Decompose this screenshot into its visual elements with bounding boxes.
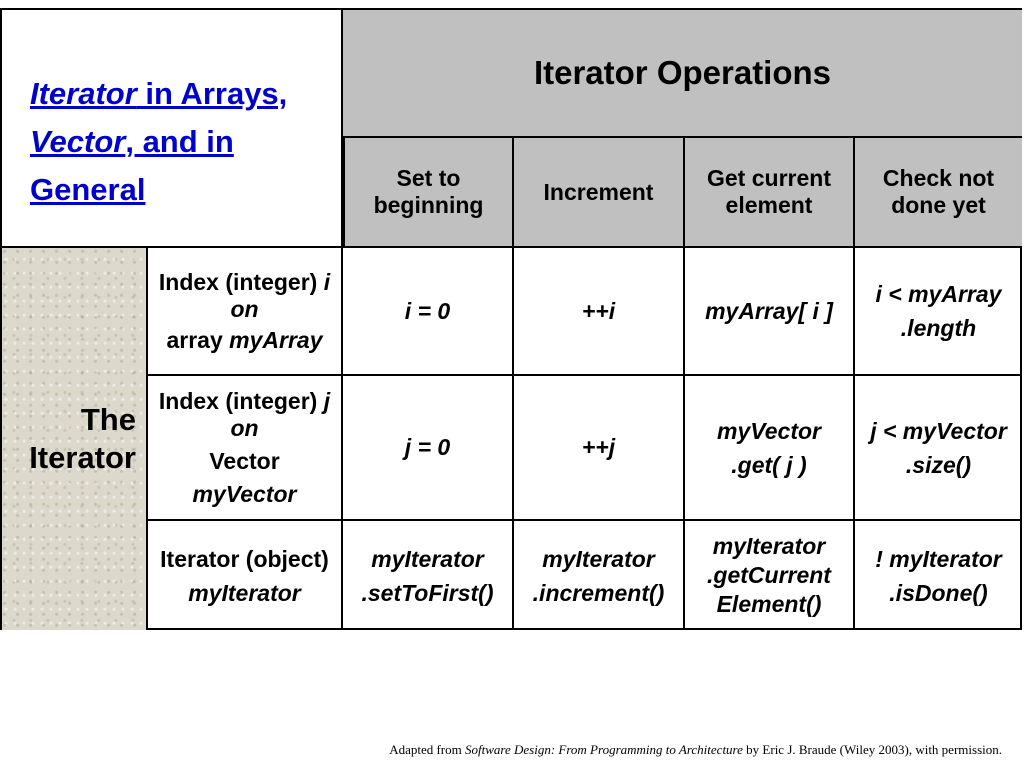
row-label-var: myArray <box>229 326 323 353</box>
cell-text: .getCurrent <box>707 562 831 588</box>
col-header-label: Get current element <box>707 165 831 218</box>
row-label-var: myIterator <box>188 579 301 606</box>
col-header-label: Increment <box>543 178 654 205</box>
credit-suffix: by Eric J. Braude (Wiley 2003), with per… <box>742 742 1002 757</box>
table-cell: j < myVector .size() <box>855 376 1022 521</box>
cell-text: i < myArray <box>875 281 1002 307</box>
row-label-vector: Index (integer) j on Vector myVector <box>148 376 343 521</box>
credit-prefix: Adapted from <box>389 742 465 757</box>
cell-text: .size() <box>905 451 972 478</box>
table-cell: i < myArray .length <box>855 248 1022 376</box>
row-label-var: myVector <box>192 480 297 507</box>
source-credit: Adapted from Software Design: From Progr… <box>0 742 1002 758</box>
col-header-increment: Increment <box>514 138 685 248</box>
title-general: General <box>30 172 146 207</box>
row-label-var: j <box>323 387 331 414</box>
title-in-arrays: in Arrays, <box>136 76 288 111</box>
col-header-label: Set to beginning <box>373 165 484 218</box>
title-iterator: Iterator <box>30 76 137 111</box>
col-header-label: Check not done yet <box>882 165 995 218</box>
cell-text: .isDone() <box>889 579 988 606</box>
cell-text: ++i <box>581 297 616 324</box>
table-cell: myIterator .increment() <box>514 521 685 630</box>
cell-text: i = 0 <box>404 297 451 324</box>
table-cell: ++i <box>514 248 685 376</box>
row-label-text: array <box>166 326 230 353</box>
table-cell: ++j <box>514 376 685 521</box>
credit-book-title: Software Design: From Programming to Arc… <box>465 742 743 757</box>
cell-text: Element() <box>716 591 822 617</box>
table-cell: ! myIterator .isDone() <box>855 521 1022 630</box>
row-label-text: Index (integer) <box>158 387 324 414</box>
cell-text: ++j <box>581 434 616 460</box>
row-label-on: on <box>230 414 259 441</box>
col-header-get-current: Get current element <box>685 138 855 248</box>
cell-text: .length <box>900 315 977 341</box>
row-header-the-iterator: The Iterator <box>2 248 148 630</box>
cell-text: myIterator <box>712 533 826 559</box>
cell-text: j < myVector <box>870 417 1007 444</box>
iterator-table: Iterator in Arrays, Vector, and in Gener… <box>0 8 1022 630</box>
row-label-on: on <box>230 295 259 322</box>
title-vector: Vector <box>30 124 126 159</box>
cell-text: ! myIterator <box>875 545 1002 572</box>
table-cell: myIterator .getCurrent Element() <box>685 521 855 630</box>
row-label-text: Vector <box>209 447 280 474</box>
cell-text: .setToFirst() <box>361 579 494 606</box>
title-cell: Iterator in Arrays, Vector, and in Gener… <box>2 10 343 248</box>
cell-text: j = 0 <box>404 434 451 460</box>
col-header-set-to-beginning: Set to beginning <box>343 138 514 248</box>
col-header-check-not-done: Check not done yet <box>855 138 1022 248</box>
cell-text: myIterator <box>542 545 655 572</box>
title-and-in: , and in <box>125 124 234 159</box>
operations-header-label: Iterator Operations <box>533 54 832 91</box>
row-header-label: The Iterator <box>29 402 136 475</box>
row-label-text: Index (integer) <box>158 268 324 295</box>
operations-header: Iterator Operations <box>343 10 1022 138</box>
table-cell: myVector .get( j ) <box>685 376 855 521</box>
row-label-var: i <box>323 268 331 295</box>
cell-text: myVector <box>717 417 821 444</box>
table-cell: myArray[ i ] <box>685 248 855 376</box>
table-cell: i = 0 <box>343 248 514 376</box>
table-cell: j = 0 <box>343 376 514 521</box>
cell-text: .increment() <box>532 579 665 606</box>
table-cell: myIterator .setToFirst() <box>343 521 514 630</box>
cell-text: myArray[ i ] <box>705 297 833 324</box>
cell-text: .get( j ) <box>731 451 807 478</box>
row-label-text: Iterator (object) <box>160 545 329 572</box>
table-title[interactable]: Iterator in Arrays, Vector, and in Gener… <box>30 70 330 214</box>
cell-text: myIterator <box>371 545 484 572</box>
row-label-iterator: Iterator (object) myIterator <box>148 521 343 630</box>
row-label-array: Index (integer) i on array myArray <box>148 248 343 376</box>
